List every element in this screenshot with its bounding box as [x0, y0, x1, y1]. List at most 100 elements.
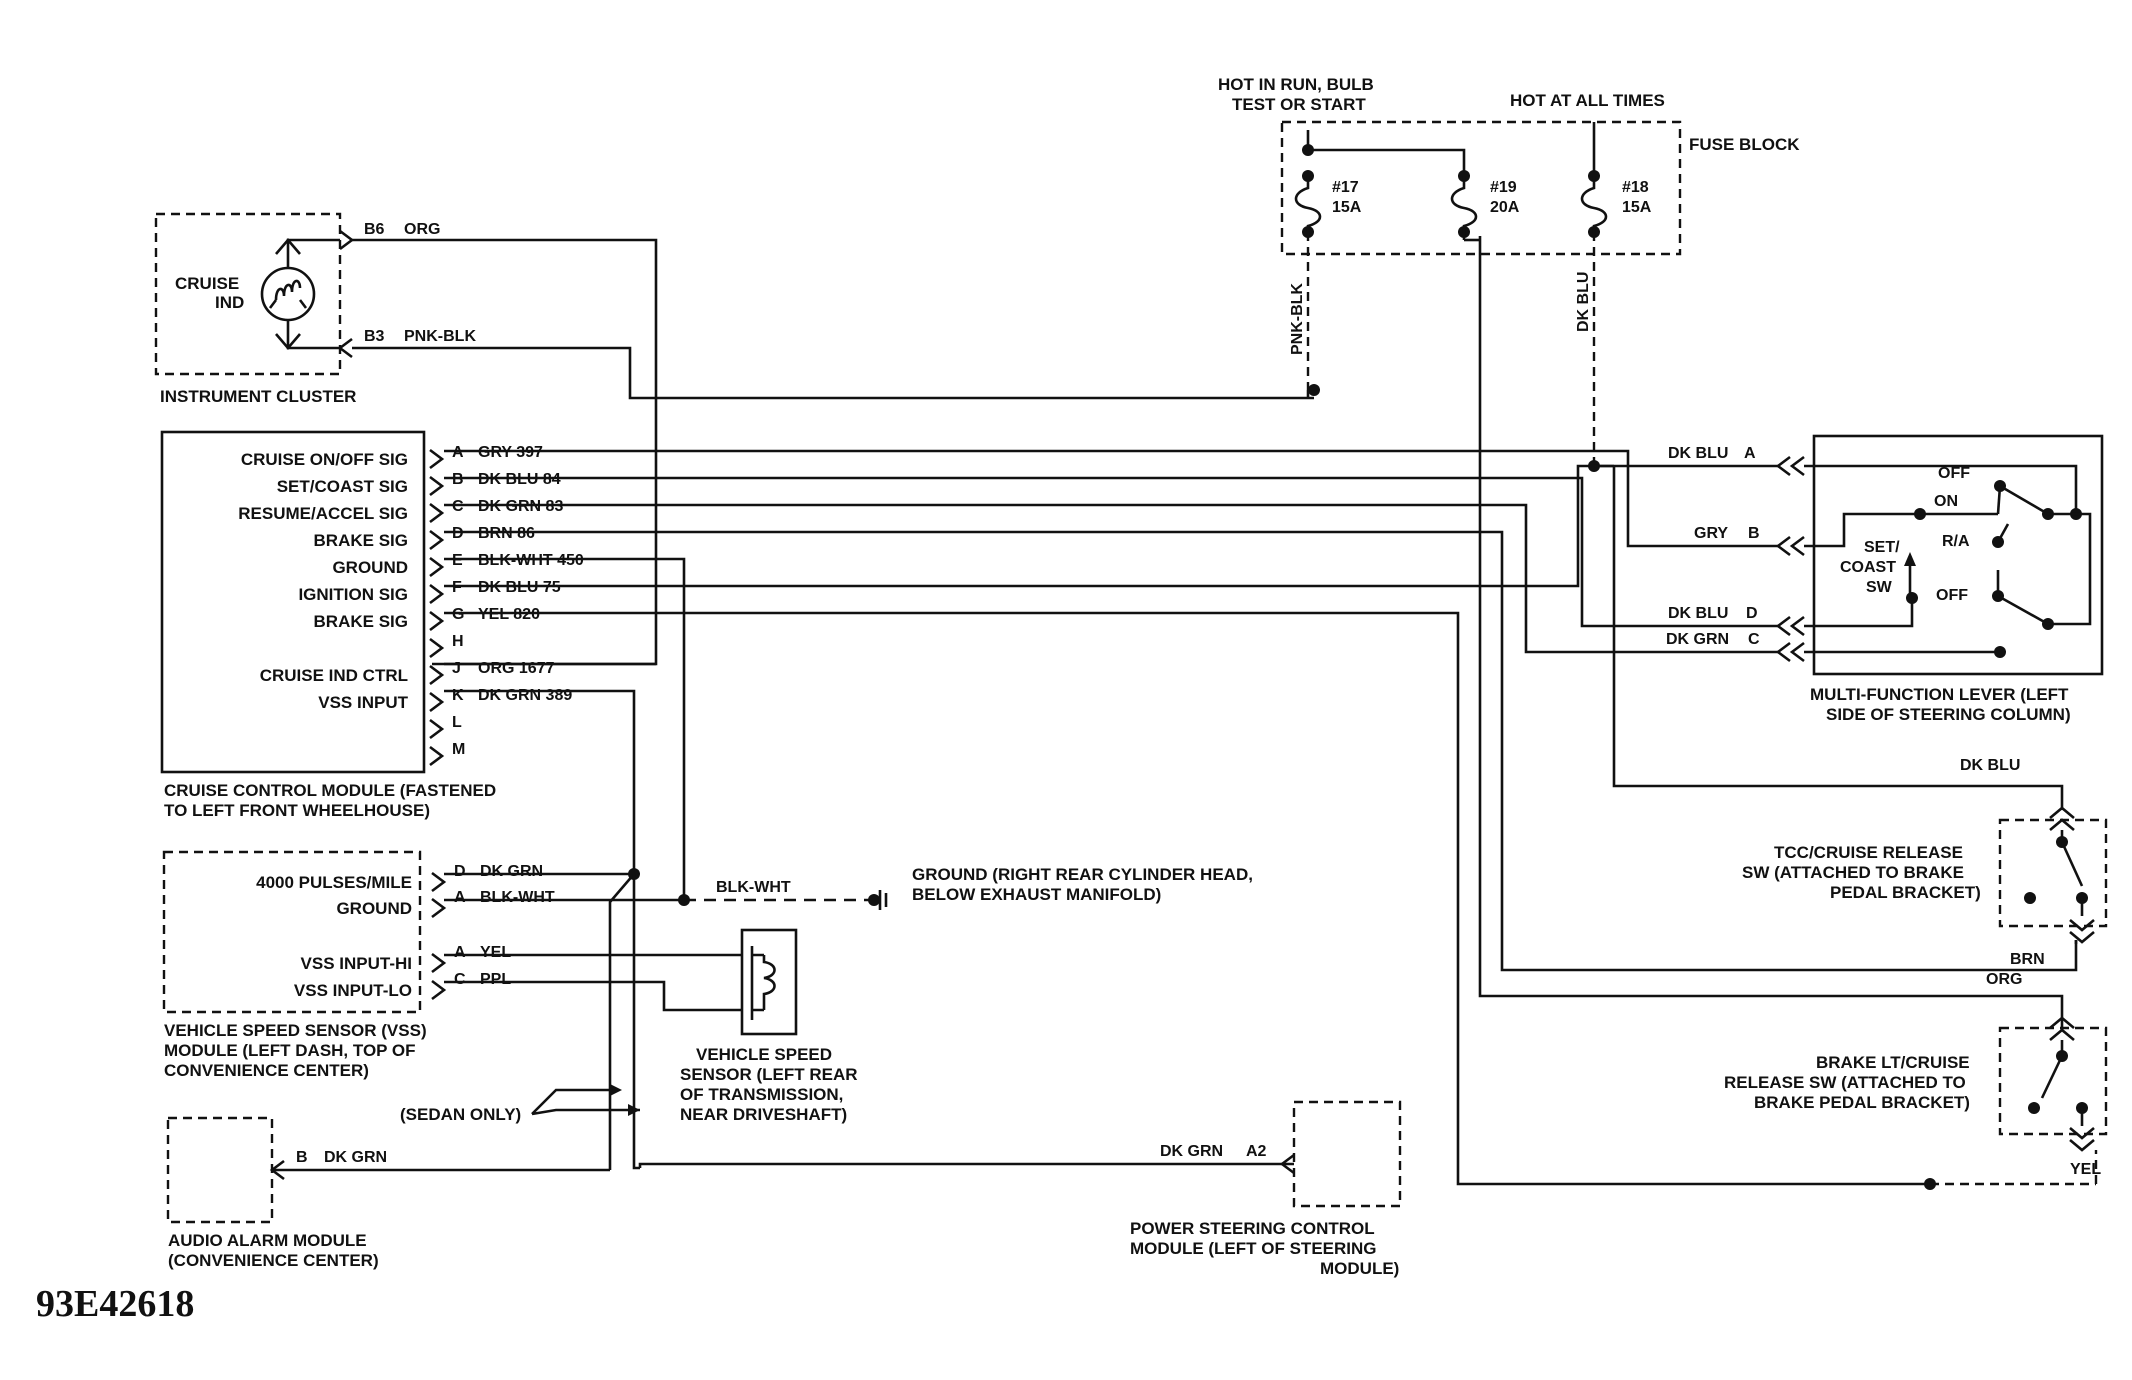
- pin-letter: A: [454, 944, 466, 961]
- pin-letter: D: [452, 525, 464, 542]
- vss-module-title-1: VEHICLE SPEED SENSOR (VSS): [164, 1021, 427, 1040]
- ground-label-2: BELOW EXHAUST MANIFOLD): [912, 885, 1161, 904]
- fuse-18-rating: 15A: [1622, 199, 1652, 216]
- signal-label: BRAKE SIG: [314, 531, 408, 550]
- connector-icon: [429, 448, 445, 470]
- connector-icon: [431, 979, 447, 1001]
- cruise-ind-label-1: CRUISE: [175, 274, 239, 293]
- ground-symbol-icon: [868, 890, 888, 910]
- sedan-only-label: (SEDAN ONLY): [400, 1105, 521, 1124]
- mf-connector-c: DK GRN C: [1666, 631, 1806, 663]
- fuse-17: #17 15A: [1294, 144, 1362, 238]
- pin-letter: B: [452, 471, 464, 488]
- multi-function-label-2: SIDE OF STEERING COLUMN): [1826, 705, 2071, 724]
- b3-wire: PNK-BLK: [404, 328, 476, 345]
- connector-icon: [429, 664, 445, 686]
- wire-label: BRN 86: [478, 525, 535, 542]
- fuse-block: HOT IN RUN, BULB TEST OR START HOT AT AL…: [1218, 75, 1800, 462]
- mf-b-wire: GRY: [1694, 525, 1728, 542]
- pin-letter: L: [452, 714, 462, 731]
- signal-label: SET/COAST SIG: [277, 477, 408, 496]
- brake-label-3: BRAKE PEDAL BRACKET): [1754, 1093, 1970, 1112]
- signal-label: VSS INPUT-HI: [301, 954, 412, 973]
- mf-connector-b: GRY B: [1694, 525, 1806, 557]
- vss-module-title-2: MODULE (LEFT DASH, TOP OF: [164, 1041, 416, 1060]
- fuse-17-number: #17: [1332, 179, 1359, 196]
- set-coast-label-1: SET/: [1864, 539, 1900, 556]
- tcc-label-3: PEDAL BRACKET): [1830, 883, 1981, 902]
- vehicle-speed-sensor: VEHICLE SPEED SENSOR (LEFT REAR OF TRANS…: [680, 928, 858, 1124]
- brake-label-2: RELEASE SW (ATTACHED TO: [1724, 1073, 1966, 1092]
- audio-alarm-label-2: (CONVENIENCE CENTER): [168, 1251, 379, 1270]
- signal-label: BRAKE SIG: [314, 612, 408, 631]
- cruise-module-pin-row: M: [429, 741, 465, 767]
- indicator-lamp-icon: [260, 266, 316, 322]
- vss-sensor-label-2: SENSOR (LEFT REAR: [680, 1065, 858, 1084]
- multi-function-label-1: MULTI-FUNCTION LEVER (LEFT: [1810, 685, 2069, 704]
- mf-d-pin: D: [1746, 605, 1758, 622]
- brake-switch-outline: [1998, 1026, 2108, 1136]
- hot-in-run-label-1: HOT IN RUN, BULB: [1218, 75, 1374, 94]
- wire-label: DK GRN 389: [478, 687, 572, 704]
- cruise-module-title-1: CRUISE CONTROL MODULE (FASTENED: [164, 781, 496, 800]
- wire-label: BLK-WHT: [480, 889, 555, 906]
- fuse-19-number: #19: [1490, 179, 1517, 196]
- audio-alarm-pin: B: [296, 1149, 308, 1166]
- b6-wire: ORG: [404, 221, 440, 238]
- connector-icon: [429, 718, 445, 740]
- wire-label: BLK-WHT 450: [478, 552, 584, 569]
- signal-label: RESUME/ACCEL SIG: [238, 504, 408, 523]
- signal-label: VSS INPUT-LO: [294, 981, 412, 1000]
- sensor-coil-icon: [762, 955, 776, 1010]
- fuse-18-number: #18: [1622, 179, 1649, 196]
- pin-letter: H: [452, 633, 464, 650]
- b6-pin: B6: [364, 221, 385, 238]
- cruise-module-pin-row: L: [429, 714, 462, 740]
- wire-label: DK BLU 84: [478, 471, 561, 488]
- mf-connector-a: DK BLU A: [1668, 445, 1806, 477]
- instrument-cluster: CRUISE IND B6 ORG B3 PNK-BLK INSTRUMENT …: [154, 212, 476, 406]
- fuse-18: #18 15A: [1580, 122, 1652, 238]
- pin-letter: G: [452, 606, 464, 623]
- connector-icon: [429, 610, 445, 632]
- brake-light-cruise-release-switch: ORG YEL BRAKE LT/CRUISE RELEASE SW (ATTA…: [1724, 971, 2108, 1178]
- signal-label: 4000 PULSES/MILE: [256, 873, 412, 892]
- pin-letter: D: [454, 863, 466, 880]
- cruise-module-pin-row: SET/COAST SIG B DK BLU 84: [277, 471, 561, 497]
- pin-letter: A: [454, 889, 466, 906]
- audio-alarm-outline: [166, 1116, 274, 1224]
- ground-label-1: GROUND (RIGHT REAR CYLINDER HEAD,: [912, 865, 1253, 884]
- tcc-wire-in: DK BLU: [1960, 757, 2020, 774]
- signal-label: GROUND: [336, 899, 412, 918]
- vss-sensor-label-4: NEAR DRIVESHAFT): [680, 1105, 847, 1124]
- sedan-only-note: (SEDAN ONLY): [400, 1084, 640, 1124]
- pin-letter: K: [452, 687, 464, 704]
- cruise-module-outline: [160, 430, 426, 774]
- vss-sensor-label-3: OF TRANSMISSION,: [680, 1085, 843, 1104]
- b3-pin: B3: [364, 328, 385, 345]
- cruise-module-pin-row: BRAKE SIG D BRN 86: [314, 525, 535, 551]
- brake-wire-in: ORG: [1986, 971, 2022, 988]
- pin-letter: A: [452, 444, 464, 461]
- fuse-19: #19 20A: [1450, 170, 1520, 238]
- tcc-cruise-release-switch: DK BLU BRN TCC/CRUISE RELEASE SW (ATTACH…: [1742, 757, 2108, 968]
- power-steering-module: DK GRN A2 POWER STEERING CONTROL MODULE …: [638, 1100, 1402, 1278]
- mf-off2-label: OFF: [1936, 587, 1968, 604]
- signal-label: CRUISE ON/OFF SIG: [241, 450, 408, 469]
- mf-a-pin: A: [1744, 445, 1756, 462]
- power-steering-label-3: MODULE): [1320, 1259, 1399, 1278]
- mf-ra-label: R/A: [1942, 533, 1970, 550]
- power-steering-pin: A2: [1246, 1143, 1267, 1160]
- power-steering-wire: DK GRN: [1160, 1143, 1223, 1160]
- tcc-label-1: TCC/CRUISE RELEASE: [1774, 843, 1963, 862]
- signal-label: CRUISE IND CTRL: [260, 666, 408, 685]
- signal-label: IGNITION SIG: [298, 585, 408, 604]
- cruise-ind-label-2: IND: [215, 293, 244, 312]
- connector-icon: [429, 583, 445, 605]
- tcc-switch-outline: [1998, 818, 2108, 928]
